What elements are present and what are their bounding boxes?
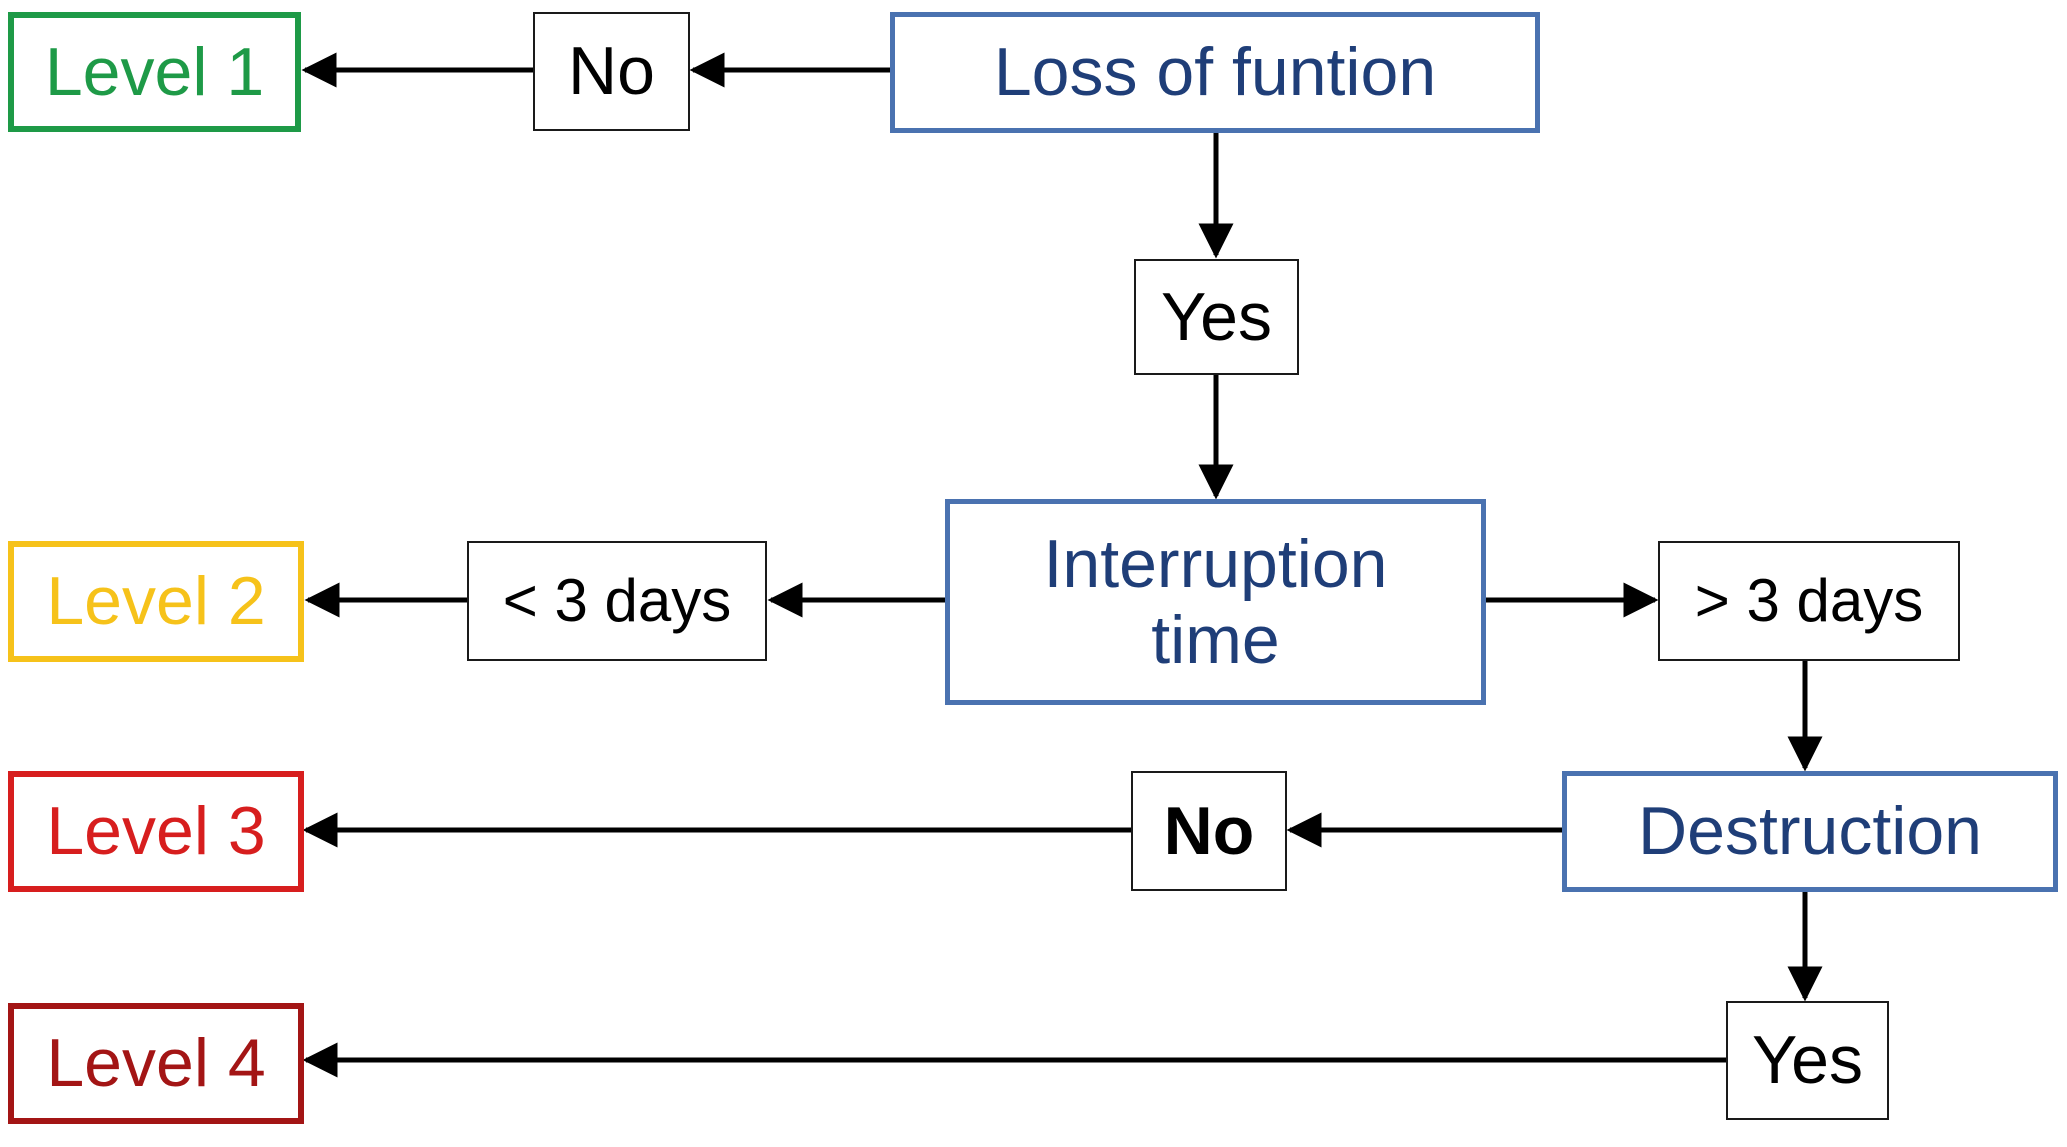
level-1-label: Level 1 — [44, 33, 265, 110]
level-1-box: Level 1 — [8, 12, 301, 132]
level-4-label: Level 4 — [46, 1025, 266, 1102]
no-destruction-box: No — [1131, 771, 1287, 891]
less-3-days-label: < 3 days — [502, 567, 732, 635]
yes-destruction-box: Yes — [1726, 1001, 1889, 1120]
yes-top-box: Yes — [1134, 259, 1299, 375]
loss-of-function-box: Loss of funtion — [890, 12, 1540, 133]
level-3-label: Level 3 — [46, 793, 266, 870]
yes-top-label: Yes — [1161, 278, 1272, 355]
no-top-box: No — [533, 12, 690, 131]
level-2-label: Level 2 — [46, 563, 266, 640]
level-4-box: Level 4 — [8, 1003, 304, 1124]
loss-of-function-label: Loss of funtion — [993, 34, 1437, 111]
no-top-label: No — [568, 33, 655, 110]
level-3-box: Level 3 — [8, 771, 304, 892]
interruption-time-box: Interruption time — [945, 499, 1486, 705]
level-2-box: Level 2 — [8, 541, 304, 662]
destruction-label: Destruction — [1638, 793, 1982, 870]
interruption-time-label: Interruption time — [1043, 525, 1388, 678]
more-3-days-box: > 3 days — [1658, 541, 1960, 661]
no-destruction-label: No — [1163, 792, 1255, 869]
more-3-days-label: > 3 days — [1694, 567, 1924, 635]
destruction-box: Destruction — [1562, 771, 2058, 892]
less-3-days-box: < 3 days — [467, 541, 767, 661]
yes-destruction-label: Yes — [1752, 1022, 1863, 1099]
